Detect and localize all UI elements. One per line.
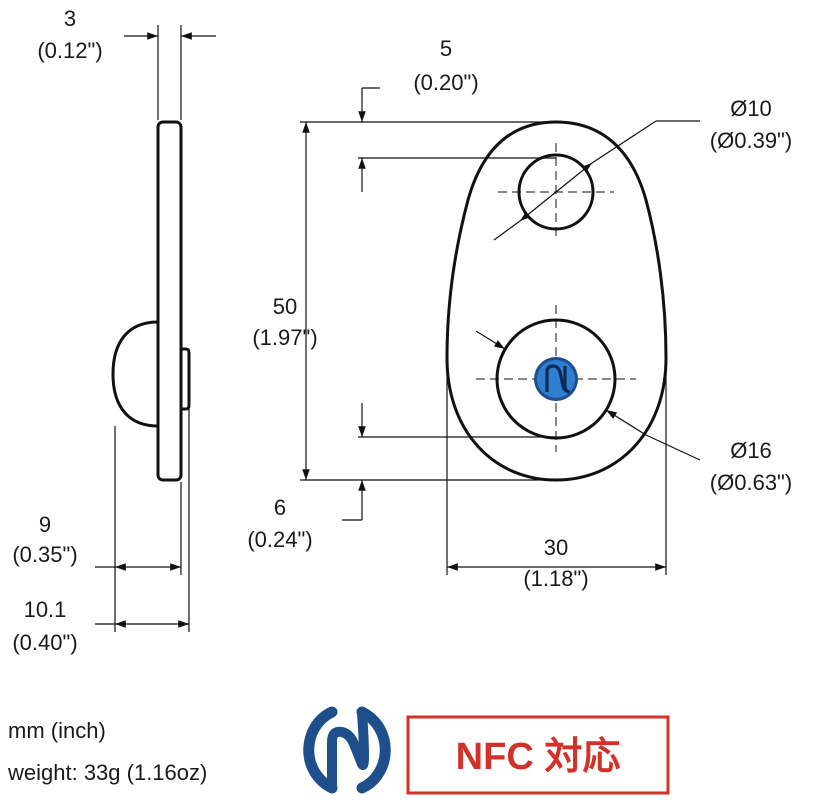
- dim-large-hole-value: Ø16: [730, 438, 772, 463]
- footer: mm (inch) weight: 33g (1.16oz) NFC 対応: [7, 706, 670, 795]
- dimension-labels: 3 (0.12") 5 (0.20") Ø10 (Ø0.39") 50 (1.9…: [12, 6, 792, 655]
- dim-small-hole-imperial: (Ø0.39"): [710, 128, 792, 153]
- dim-thickness-value: 3: [64, 6, 76, 31]
- side-boss-front: [181, 347, 191, 411]
- dim-height-value: 50: [273, 294, 297, 319]
- dim-small-hole-value: Ø10: [730, 96, 772, 121]
- front-view: [300, 87, 701, 575]
- side-bump-rear: [111, 320, 159, 428]
- nfc-icon: [303, 706, 391, 794]
- dim-height-imperial: (1.97"): [252, 325, 317, 350]
- dim-offset-bottom-imperial: (0.24"): [247, 527, 312, 552]
- nfc-badge: [406, 715, 670, 795]
- dim-offset-top-imperial: (0.20"): [413, 70, 478, 95]
- nfc-badge-label: NFC 対応: [456, 736, 621, 778]
- side-plate: [156, 120, 183, 482]
- dim-offset-bottom-value: 6: [274, 495, 286, 520]
- units-note: mm (inch): [8, 718, 106, 743]
- dim-offset-top-value: 5: [440, 36, 452, 61]
- dim-thickness-imperial: (0.12"): [37, 38, 102, 63]
- dim-large-hole-imperial: (Ø0.63"): [710, 470, 792, 495]
- dim-depth-total-value: 10.1: [24, 597, 67, 622]
- dim-width-value: 30: [544, 535, 568, 560]
- dim-depth-inner-imperial: (0.35"): [12, 542, 77, 567]
- dim-depth-inner-value: 9: [39, 512, 51, 537]
- weight-note: weight: 33g (1.16oz): [7, 760, 207, 785]
- dim-depth-total-imperial: (0.40"): [12, 630, 77, 655]
- side-view: [95, 25, 216, 632]
- dim-width-imperial: (1.18"): [523, 566, 588, 591]
- nfc-chip: [534, 357, 578, 401]
